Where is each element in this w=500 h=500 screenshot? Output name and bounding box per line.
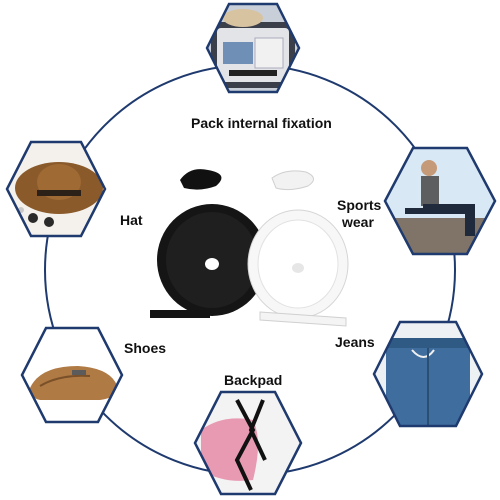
label-hat: Hat (120, 212, 143, 228)
sportswear-hexagon (383, 146, 497, 256)
black-band-loop (180, 169, 222, 190)
label-shoes: Shoes (124, 340, 167, 356)
label-sports: Sports (337, 197, 382, 213)
white-band-loop (271, 170, 314, 191)
hat-hexagon (5, 140, 107, 238)
suitcase-hexagon (205, 2, 301, 94)
shoes-hexagon (20, 326, 124, 424)
label-wear: wear (342, 214, 374, 230)
label-pack-internal-fixation: Pack internal fixation (191, 115, 332, 131)
backpad-hexagon (193, 390, 303, 496)
jeans-hexagon (372, 320, 484, 428)
label-backpad: Backpad (224, 372, 283, 388)
elastic-band-rolls (150, 160, 350, 330)
label-jeans: Jeans (335, 334, 375, 350)
